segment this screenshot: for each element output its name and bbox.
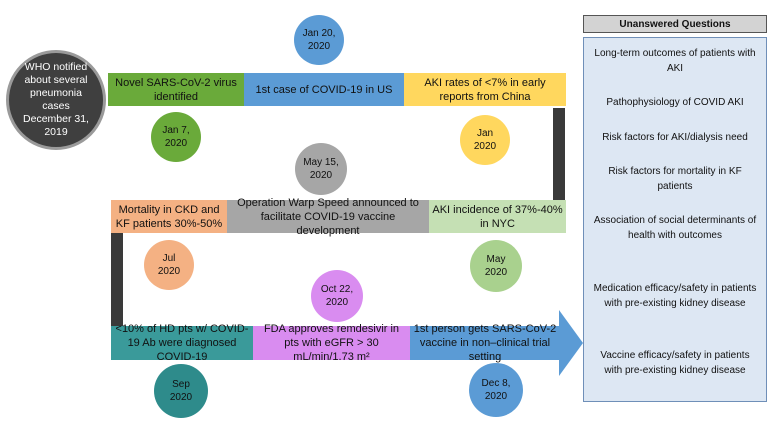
event-mortality-ckd-kf: Mortality in CKD and KF patients 30%-50% <box>111 200 227 233</box>
question-item: Long-term outcomes of patients with AKI <box>594 48 756 74</box>
date-jul-2020: Jul 2020 <box>144 240 194 290</box>
date-may-15-2020: May 15, 2020 <box>295 143 347 195</box>
who-notification-circle: WHO notified about several pneumonia cas… <box>6 50 106 150</box>
event-aki-incidence-nyc: AKI incidence of 37%-40% in NYC <box>429 200 566 233</box>
question-item: Medication efficacy/safety in patients w… <box>593 283 757 309</box>
event-first-us-case: 1st case of COVID-19 in US <box>244 73 404 106</box>
unanswered-questions-title: Unanswered Questions <box>583 15 767 33</box>
unanswered-questions-panel <box>583 37 767 402</box>
connector-right <box>553 108 565 202</box>
timeline-arrow-head <box>559 310 583 376</box>
question-item: Risk factors for mortality in KF patient… <box>608 166 742 192</box>
date-dec-8-2020: Dec 8, 2020 <box>469 363 523 417</box>
date-jan-2020: Jan 2020 <box>460 115 510 165</box>
event-first-vaccine-dose: 1st person gets SARS-CoV-2 vaccine in no… <box>410 323 560 363</box>
date-oct-22-2020: Oct 22, 2020 <box>311 270 363 322</box>
event-operation-warp-speed: Operation Warp Speed announced to facili… <box>227 197 429 237</box>
event-hd-patients-antibodies: <10% of HD pts w/ COVID-19 Ab were diagn… <box>111 323 253 363</box>
event-fda-remdesivir: FDA approves remdesivir in pts with eGFR… <box>253 323 410 363</box>
date-jan-7-2020: Jan 7, 2020 <box>151 112 201 162</box>
event-aki-rates-china: AKI rates of <7% in early reports from C… <box>404 73 566 106</box>
question-item: Risk factors for AKI/dialysis need <box>602 132 748 143</box>
connector-left <box>111 233 123 327</box>
question-item: Pathophysiology of COVID AKI <box>606 97 744 108</box>
question-item: Association of social determinants of he… <box>593 215 757 241</box>
date-may-2020: May 2020 <box>470 240 522 292</box>
date-jan-20-2020: Jan 20, 2020 <box>294 15 344 65</box>
event-sars-cov-2-identified: Novel SARS-CoV-2 virus identified <box>108 73 244 106</box>
date-sep-2020: Sep 2020 <box>154 364 208 418</box>
question-item: Vaccine efficacy/safety in patients with… <box>600 350 750 376</box>
